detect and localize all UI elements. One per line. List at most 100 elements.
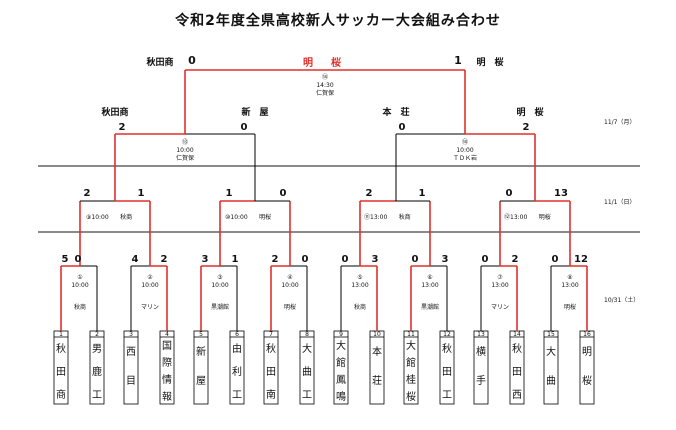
- r1-match-5-venue: 秋商: [353, 304, 367, 311]
- team-number: 6: [235, 331, 239, 338]
- page-title: 令和2年度全県高校新人サッカー大会組み合わせ: [175, 13, 501, 29]
- r1-score-4: 2: [160, 254, 168, 265]
- r2-score-3: 1: [225, 188, 233, 199]
- final-match-no: ⑭: [321, 74, 329, 81]
- team-name: 大曲: [545, 338, 557, 396]
- r2-match-3-no: ⑪: [364, 214, 371, 221]
- r1-match-2-venue: マリン: [140, 304, 160, 311]
- final-match-info: ⑭ 14:30 仁賀保: [316, 74, 334, 98]
- r2-score-7: 0: [505, 188, 513, 199]
- team-name: 明桜: [581, 338, 593, 396]
- team-number: 14: [513, 331, 521, 338]
- team-name-char: 曲: [302, 367, 312, 378]
- team-name-char: 情: [162, 375, 172, 386]
- team-name-char: 屋: [196, 376, 206, 387]
- team-name-char: 曲: [546, 376, 556, 387]
- team-name: 西目: [125, 338, 137, 396]
- team-name-char: 商: [56, 390, 66, 401]
- team-name-char: 報: [162, 392, 172, 403]
- team-name: 秋田商: [55, 338, 67, 407]
- team-name-char: 桜: [406, 392, 416, 403]
- team-name-char: 館: [336, 358, 346, 369]
- r2-match-2-venue: 明桜: [259, 214, 272, 221]
- team-name-char: 工: [442, 390, 452, 401]
- team-name-char: 秋: [442, 344, 452, 355]
- team-name-char: 田: [266, 367, 276, 378]
- r1-score-16: 12: [574, 254, 588, 265]
- r1-match-6-no: ⑥: [427, 274, 433, 281]
- r1-score-14: 2: [511, 254, 519, 265]
- team-name-char: 工: [92, 390, 102, 401]
- team-name-char: 手: [476, 376, 486, 387]
- r2-match-3-info: ⑪13:00 秋商: [364, 212, 411, 221]
- team-name-char: 本: [372, 347, 382, 358]
- team-name-char: 鳴: [336, 392, 346, 403]
- team-name-char: 由: [232, 344, 242, 355]
- team-number: 8: [305, 331, 309, 338]
- r2-match-4-venue: 明桜: [538, 214, 551, 221]
- team-name-char: 西: [512, 390, 522, 401]
- r1-match-7-time: 13:00: [491, 282, 509, 289]
- team-name-char: 大: [406, 341, 416, 352]
- team-name-char: 秋: [512, 344, 522, 355]
- semi-match-2-time: 10:00: [456, 147, 474, 154]
- r2-score-2: 1: [137, 188, 145, 199]
- r2-match-2-info: ⑩10:00 明桜: [225, 212, 271, 221]
- r1-match-1-venue: 秋商: [73, 304, 87, 311]
- r1-match-6-venue: 黒潮館: [420, 304, 440, 311]
- team-name: 由利工: [231, 338, 243, 407]
- team-name-char: 新: [196, 347, 206, 358]
- team-number: 13: [477, 331, 485, 338]
- r2-score-5: 2: [365, 188, 373, 199]
- team-name: 秋田西: [511, 338, 523, 407]
- team-name-char: 桂: [406, 375, 416, 386]
- team-number: 16: [583, 331, 591, 338]
- final-right-score: 1: [454, 54, 462, 67]
- team-name: 大館桂桜: [405, 338, 417, 406]
- team-name-char: 田: [442, 367, 452, 378]
- team-name: 国際情報: [161, 338, 173, 406]
- semi-team-1: 秋田商: [101, 108, 129, 118]
- r1-match-1-time: 10:00: [71, 282, 89, 289]
- r1-match-4-no: ④: [287, 274, 293, 281]
- r2-match-4-no: ⑫: [504, 214, 511, 221]
- semi-match-1-time: 10:00: [176, 147, 194, 154]
- final-right-team: 明 桜: [476, 58, 504, 68]
- semi-score-4: 2: [522, 122, 530, 133]
- r1-match-3-no: ③: [217, 274, 223, 281]
- team-name-char: 鹿: [92, 367, 102, 378]
- r1-match-2-no: ②: [147, 274, 153, 281]
- team-name-char: 西: [126, 347, 136, 358]
- r1-match-3-venue: 黒潮館: [210, 304, 230, 311]
- team-number: 3: [129, 331, 133, 338]
- team-name-char: 際: [162, 358, 172, 369]
- r1-match-3-time: 10:00: [211, 282, 229, 289]
- semi-match-1-info: ⑬ 10:00 仁賀保: [176, 139, 194, 163]
- r1-match-4-time: 10:00: [281, 282, 299, 289]
- champion-name: 明桜: [303, 58, 359, 69]
- r2-match-1-no: ⑨: [86, 214, 92, 221]
- r1-score-3: 4: [131, 254, 139, 265]
- r1-match-8-venue: 明桜: [563, 304, 577, 311]
- r2-match-4-time: 13:00: [510, 214, 528, 221]
- r1-score-10: 3: [371, 254, 379, 265]
- r1-score-15: 0: [551, 254, 559, 265]
- team-name-char: 横: [476, 347, 486, 358]
- r2-match-3-time: 13:00: [370, 214, 388, 221]
- r2-score-6: 1: [418, 188, 426, 199]
- team-number: 2: [95, 331, 99, 338]
- date-semis: 11/7（月）: [604, 119, 636, 126]
- team-number: 9: [339, 331, 343, 338]
- team-name-char: 大: [336, 341, 346, 352]
- team-name-char: 明: [582, 347, 592, 358]
- team-name: 大館鳳鳴: [335, 338, 347, 406]
- r1-match-2-time: 10:00: [141, 282, 159, 289]
- team-name: 横手: [475, 338, 487, 396]
- team-number: 10: [373, 331, 381, 338]
- team-name-char: 男: [92, 344, 102, 355]
- team-name-char: 利: [232, 367, 242, 378]
- semi-match-2-venue: ＴＤＫ岩: [452, 155, 478, 162]
